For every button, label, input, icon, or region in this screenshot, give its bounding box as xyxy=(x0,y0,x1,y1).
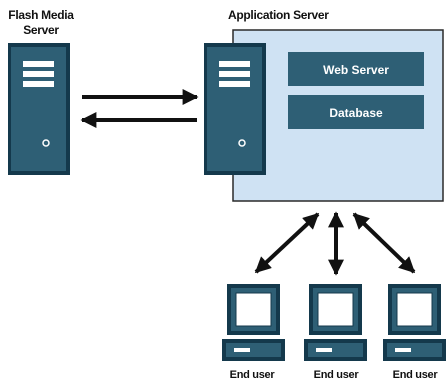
end-user-label-2: End user xyxy=(313,369,359,381)
flash-media-server-label-line-1: Flash Media xyxy=(8,8,74,22)
flash-media-server-icon xyxy=(8,43,70,175)
application-server-icon xyxy=(204,43,266,175)
application-server-label: Application Server xyxy=(228,8,329,22)
computer-icon-2 xyxy=(304,284,367,361)
computer-icon-1 xyxy=(222,284,285,361)
web-server-box: Web Server xyxy=(288,52,424,86)
web-server-label: Web Server xyxy=(323,63,389,77)
end-user-label-3: End user xyxy=(392,369,438,381)
arrow-end-user-3 xyxy=(352,212,416,274)
end-user-label-1: End user xyxy=(229,369,275,381)
database-label: Database xyxy=(329,106,383,120)
computer-icon-3 xyxy=(383,284,446,361)
arrow-end-user-1 xyxy=(254,212,320,274)
database-box: Database xyxy=(288,95,424,129)
flash-media-server-label: Flash Media Server xyxy=(4,8,78,38)
flash-media-server-label-line-2: Server xyxy=(23,23,59,37)
